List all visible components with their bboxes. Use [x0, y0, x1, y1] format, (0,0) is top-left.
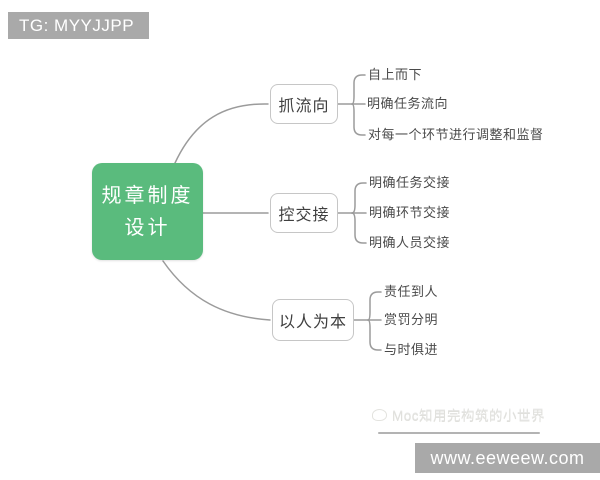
leaf-item: 明确环节交接 — [369, 205, 451, 220]
connector-branch2-child1 — [351, 182, 367, 214]
connector-branch2-child3 — [351, 212, 367, 244]
branch-node-flow-label: 抓流向 — [278, 98, 330, 115]
watermark-logo-icon — [372, 409, 387, 421]
root-node-title-line2: 设计 — [124, 216, 171, 239]
connector-branch1-child3 — [351, 103, 366, 136]
leaf-item: 对每一个环节进行调整和监督 — [368, 127, 544, 142]
watermark: Moc知用完构筑的小世界 — [372, 405, 545, 425]
branch-node-people: 以人为本 — [272, 299, 354, 341]
connector-branch1-child1 — [351, 74, 366, 105]
leaf-item: 责任到人 — [384, 284, 439, 299]
leaf-item: 赏罚分明 — [384, 312, 439, 327]
branch-node-handover: 控交接 — [270, 193, 338, 233]
branch-node-people-label: 以人为本 — [278, 314, 347, 331]
root-node: 规章制度 设计 — [92, 163, 203, 260]
connector-branch3-child1 — [367, 291, 382, 321]
connector-branch3-child3 — [367, 319, 382, 351]
watermark-underline — [378, 432, 540, 434]
root-node-title-line1: 规章制度 — [101, 184, 194, 207]
leaf-item: 与时俱进 — [384, 342, 439, 357]
connector-root-to-branch-1 — [174, 103, 269, 164]
bottom-banner: www.eeweew.com — [415, 443, 600, 473]
bottom-banner-text: www.eeweew.com — [430, 447, 585, 468]
watermark-text: Moc知用完构筑的小世界 — [392, 409, 546, 424]
leaf-item: 明确人员交接 — [369, 235, 451, 250]
leaf-item: 自上而下 — [368, 67, 423, 82]
branch-node-flow: 抓流向 — [270, 84, 338, 124]
leaf-item: 明确任务流向 — [367, 96, 449, 111]
top-banner: TG: MYYJJPP — [8, 12, 149, 39]
connector-root-to-branch-3 — [162, 260, 271, 321]
top-banner-text: TG: MYYJJPP — [19, 15, 135, 35]
leaf-item: 明确任务交接 — [369, 175, 451, 190]
branch-node-handover-label: 控交接 — [278, 207, 330, 224]
